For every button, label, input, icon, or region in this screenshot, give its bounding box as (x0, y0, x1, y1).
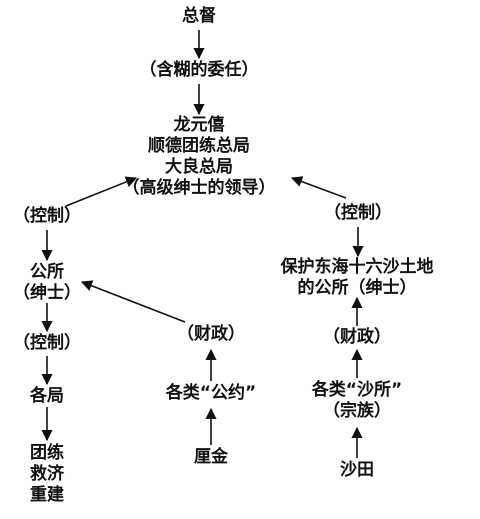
node-shasuo-line1: 各类“沙所” (311, 380, 403, 400)
arrow-finance-left-to-gongsuo (80, 280, 186, 323)
node-ambiguous-appointment-label: （含糊的委任） (139, 60, 259, 80)
arrow-control-right-to-leadership (290, 176, 347, 199)
node-ambiguous-appointment: （含糊的委任） (119, 60, 279, 81)
node-leadership-line2: 顺德团练总局 (148, 136, 250, 156)
node-gongsuo: 公所 （绅士） (7, 262, 87, 304)
node-gongsuo-line2: （绅士） (13, 283, 81, 303)
node-covenants: 各类“公约” (151, 383, 271, 404)
node-shasuo: 各类“沙所” （宗族） (297, 380, 417, 422)
node-leadership: 龙元僖 顺德团练总局 大良总局 （高级绅士的领导） (109, 115, 289, 199)
node-leadership-line4: （高级绅士的领导） (122, 178, 276, 198)
node-governor-label: 总督 (182, 6, 216, 26)
node-finance-left: （财政） (166, 324, 256, 345)
node-control-lower: （控制） (2, 333, 92, 354)
node-activities-line3: 重建 (30, 485, 64, 505)
node-finance-left-label: （财政） (177, 324, 245, 344)
node-control-right: （控制） (313, 203, 403, 224)
node-control-left: （控制） (2, 206, 92, 227)
node-sandlands-office-line2: 的公所（绅士） (297, 278, 417, 298)
node-shasuo-line2: （宗族） (323, 401, 391, 421)
node-control-left-label: （控制） (13, 206, 81, 226)
node-finance-right-label: （财政） (323, 327, 391, 347)
node-bureaus: 各局 (12, 386, 82, 407)
node-governor: 总督 (159, 6, 239, 27)
node-lijin: 厘金 (176, 447, 246, 468)
node-lijin-label: 厘金 (194, 447, 228, 467)
node-sandlands-office: 保护东海十六沙土地 的公所（绅士） (262, 257, 452, 299)
node-gongsuo-line1: 公所 (30, 262, 64, 282)
node-activities-line1: 团练 (30, 443, 64, 463)
node-control-lower-label: （控制） (13, 333, 81, 353)
node-control-right-label: （控制） (324, 203, 392, 223)
node-shatian-label: 沙田 (340, 460, 374, 480)
node-bureaus-label: 各局 (30, 386, 64, 406)
node-leadership-line3: 大良总局 (165, 157, 233, 177)
node-activities-line2: 救济 (30, 464, 64, 484)
arrow-control-left-to-leadership (65, 176, 138, 207)
node-covenants-label: 各类“公约” (165, 383, 257, 403)
node-finance-right: （财政） (312, 327, 402, 348)
node-activities: 团练 救济 重建 (12, 443, 82, 506)
node-shatian: 沙田 (322, 460, 392, 481)
node-sandlands-office-line1: 保护东海十六沙土地 (280, 257, 434, 277)
node-leadership-line1: 龙元僖 (173, 115, 225, 135)
